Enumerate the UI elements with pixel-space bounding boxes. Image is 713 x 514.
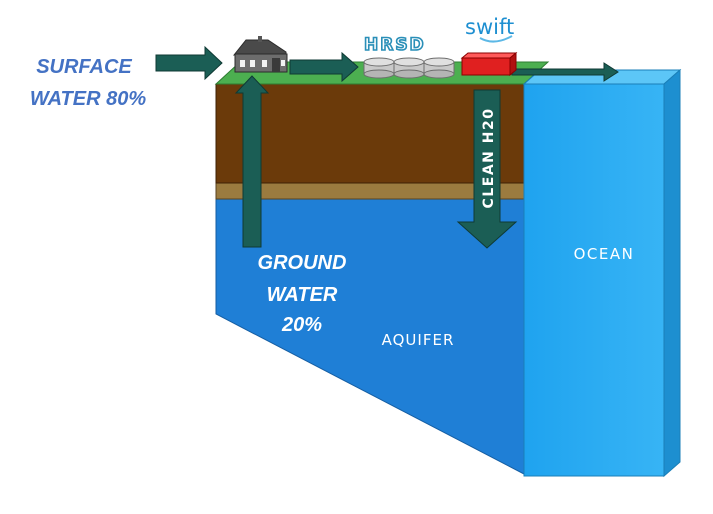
ocean-side	[663, 68, 681, 478]
ocean-label: OCEAN	[574, 245, 635, 263]
soil-layer	[215, 83, 525, 184]
ground-water-label-line3: 20%	[281, 314, 322, 336]
surface-water-label-line2: WATER 80%	[30, 88, 147, 110]
clean-h2o-arrow	[456, 89, 518, 249]
aquifer-label: AQUIFER	[382, 331, 455, 349]
plant-to-ocean-arrow	[511, 62, 619, 82]
house-icon	[232, 36, 288, 73]
surface-water-arrow	[155, 45, 223, 81]
tank-icon	[363, 57, 395, 79]
ground-water-arrow	[234, 75, 270, 248]
ocean-front	[523, 83, 665, 477]
ground-water-label-line1: GROUND	[258, 252, 347, 274]
house-to-plant-arrow	[289, 51, 359, 83]
swift-logo-swoosh	[479, 35, 513, 43]
swift-treatment-box	[460, 51, 518, 77]
ground-water-label-line2: WATER	[267, 284, 338, 306]
surface-water-label-line1: SURFACE	[36, 56, 132, 78]
tank-icon	[423, 57, 455, 79]
clean-h2o-label: CLEAN H20	[481, 108, 497, 209]
swift-logo: swift	[465, 15, 514, 39]
hrsd-logo: HRSD	[364, 35, 426, 55]
tank-icon	[393, 57, 425, 79]
